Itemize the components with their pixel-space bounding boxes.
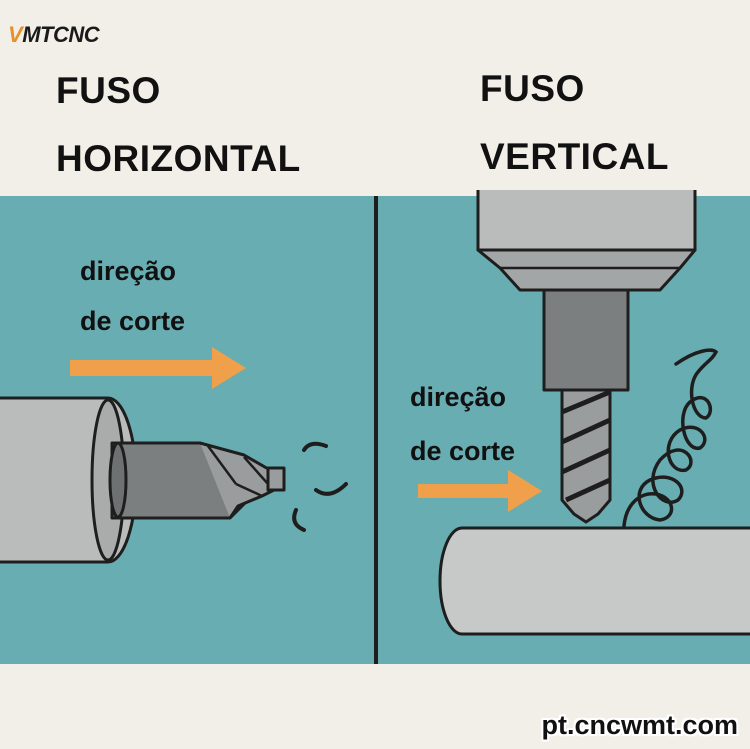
right-title-line2: VERTICAL: [480, 136, 669, 177]
left-title-line2: HORIZONTAL: [56, 138, 301, 179]
horizontal-spindle: [0, 396, 286, 564]
left-direction-line2: de corte: [80, 306, 186, 336]
drill-flute: [206, 445, 269, 498]
brand-logo: VMTCNC: [8, 22, 100, 48]
left-direction-line1: direção: [80, 256, 177, 286]
workpiece-rod: [438, 526, 750, 636]
right-title-line1: FUSO: [480, 68, 585, 109]
right-arrow-direction: [418, 470, 542, 512]
spindle-head: [476, 190, 697, 252]
logo-mark: V: [8, 22, 23, 47]
drill-flutes-vertical: [560, 389, 612, 503]
holder-end: [108, 441, 128, 519]
right-direction-line2: de corte: [410, 436, 516, 466]
chip-spiral: [622, 348, 719, 528]
horizontal-chips: [292, 441, 348, 532]
left-arrow-direction: [70, 347, 246, 389]
website-url: pt.cncwmt.com: [541, 710, 738, 740]
left-title-line1: FUSO: [56, 70, 161, 111]
logo-text: MTCNC: [22, 22, 100, 47]
vertical-spindle: [476, 190, 697, 524]
tool-holder-vertical: [542, 288, 630, 392]
drill-tip: [266, 466, 286, 492]
right-direction-line1: direção: [410, 382, 507, 412]
